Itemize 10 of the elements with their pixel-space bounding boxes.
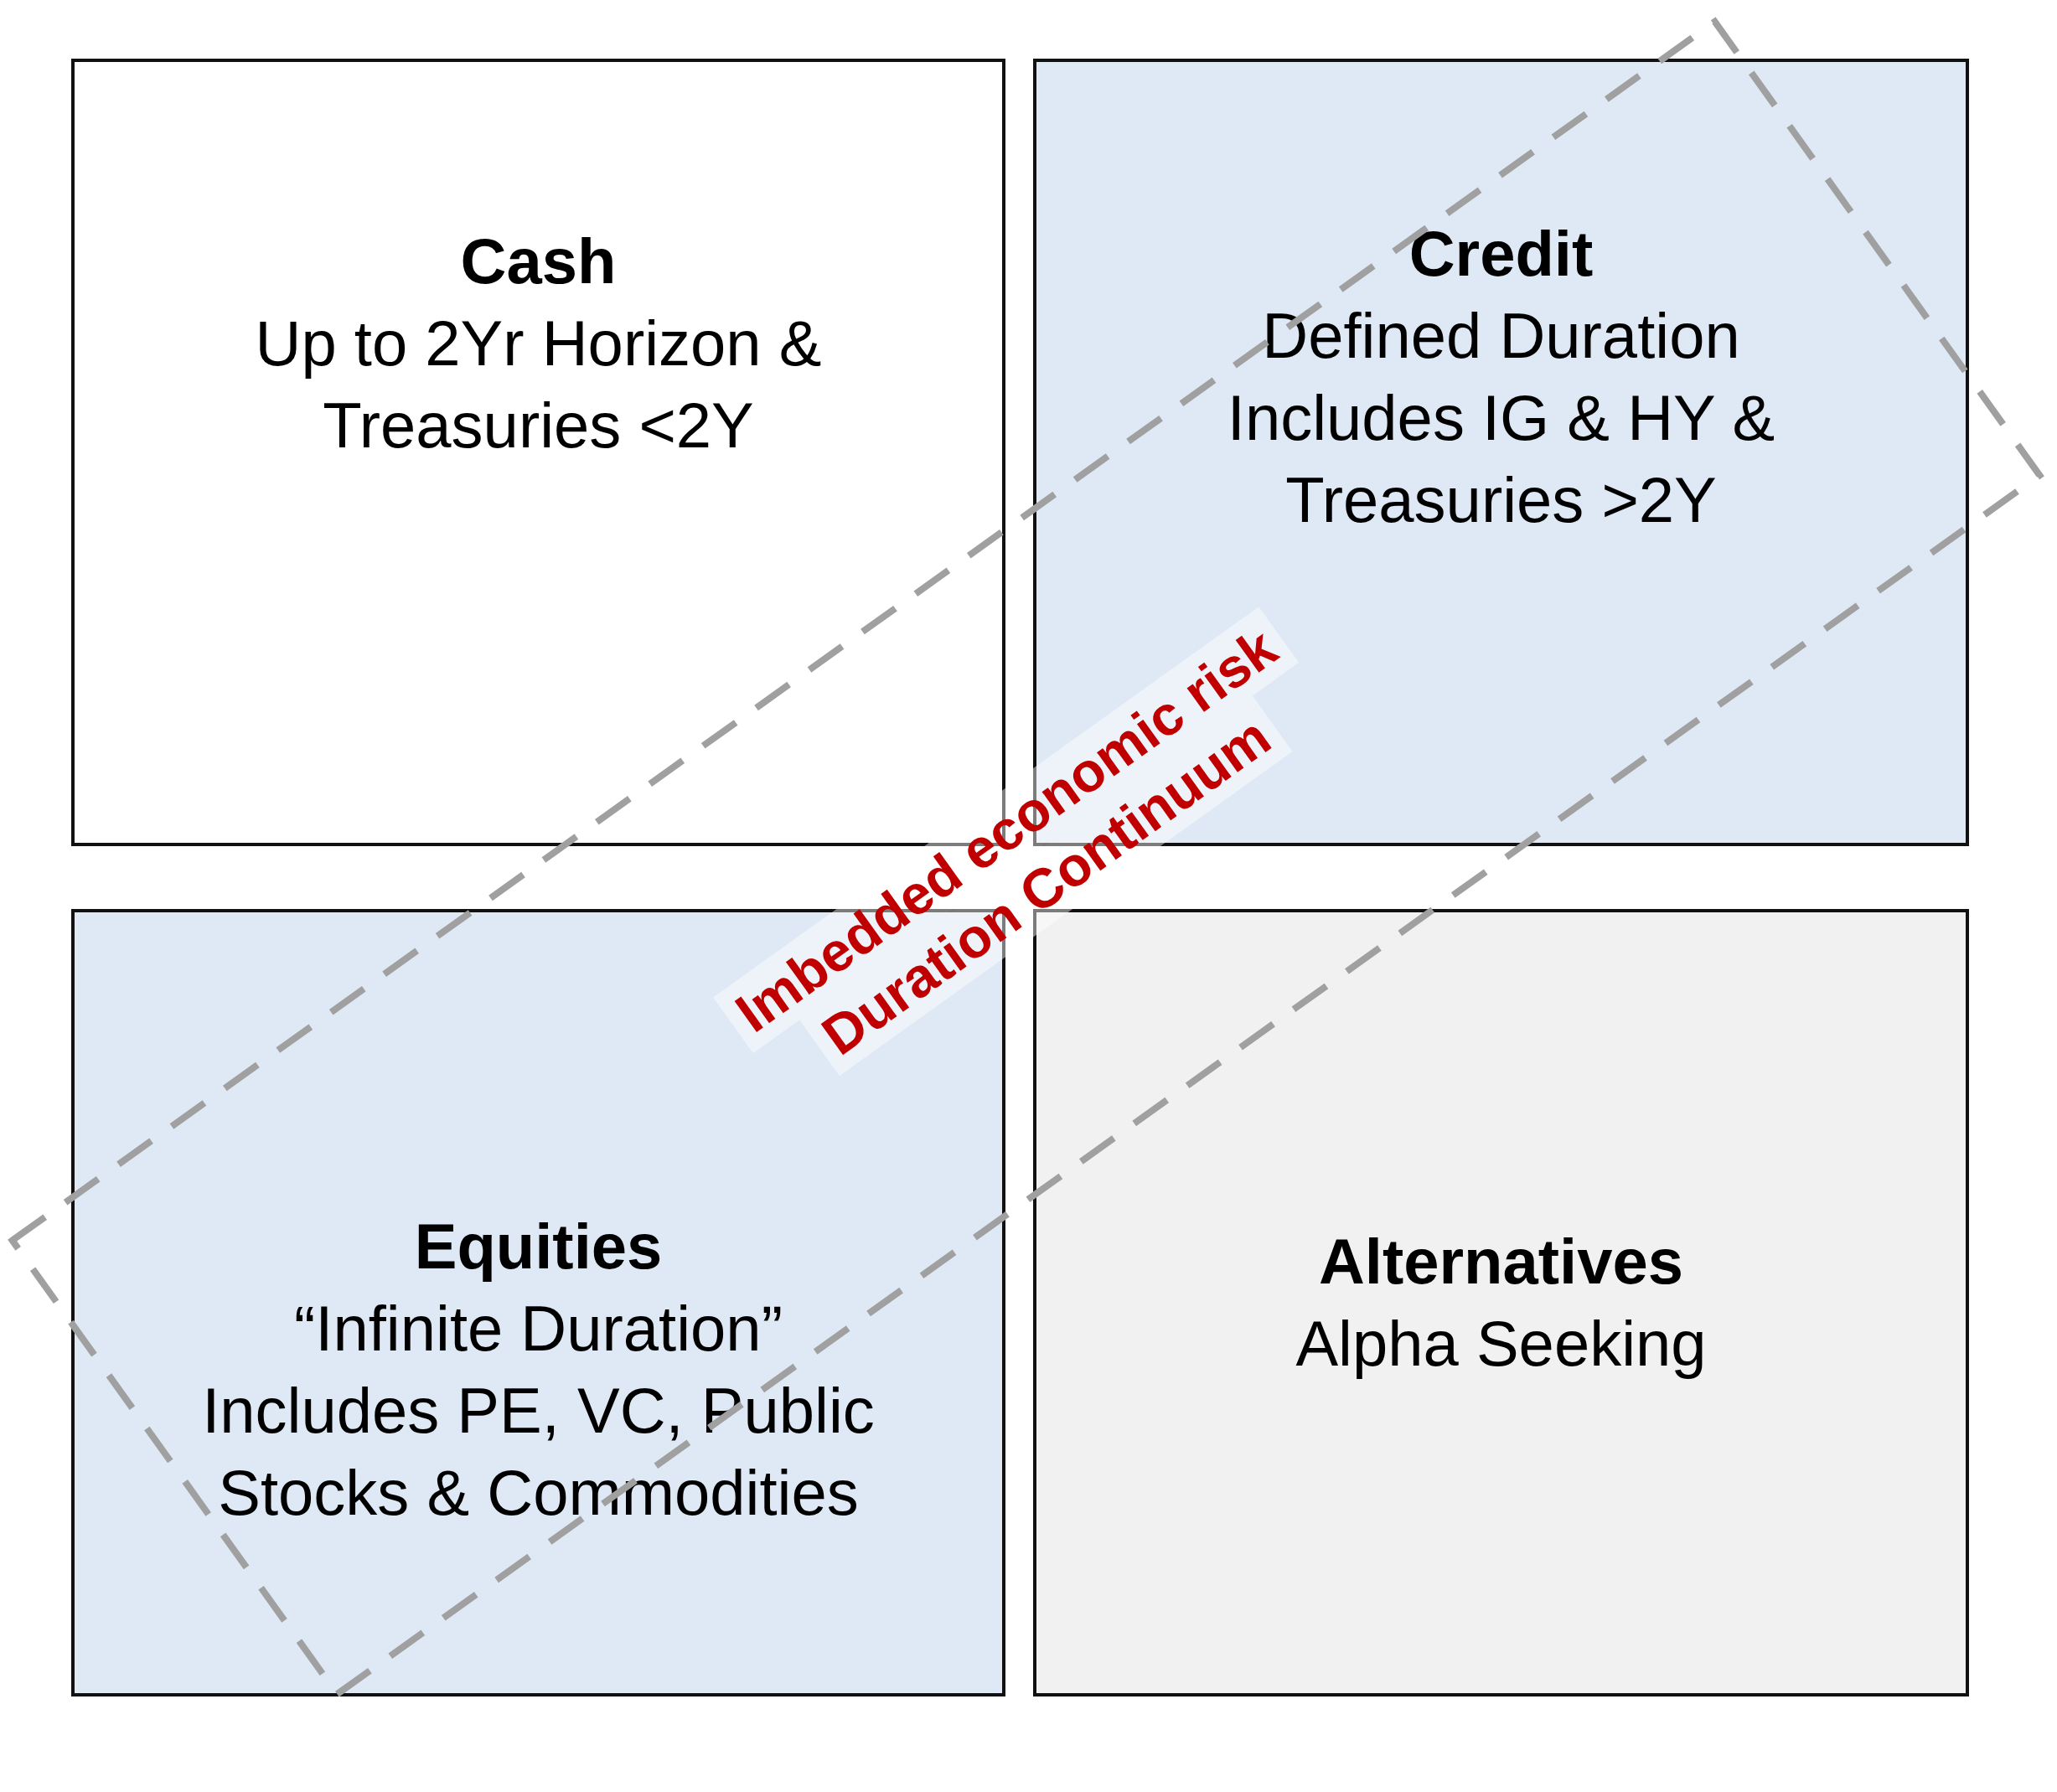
- quadrant-text: “Infinite Duration”: [293, 1292, 783, 1366]
- quadrant-text: Alpha Seeking: [1295, 1307, 1708, 1381]
- quadrant-heading: Cash: [459, 225, 618, 298]
- quadrant-heading: Credit: [1408, 217, 1594, 291]
- quadrant-text: Includes PE, VC, Public Stocks & Commodities: [201, 1374, 876, 1530]
- quadrant-heading: Equities: [413, 1210, 664, 1283]
- quadrant-text: Includes IG & HY & Treasuries >2Y: [1226, 381, 1776, 537]
- quadrant-text: Defined Duration: [1261, 299, 1741, 373]
- quadrant-text: Up to 2Yr Horizon & Treasuries <2Y: [254, 307, 823, 462]
- quadrant-heading: Alternatives: [1317, 1225, 1685, 1299]
